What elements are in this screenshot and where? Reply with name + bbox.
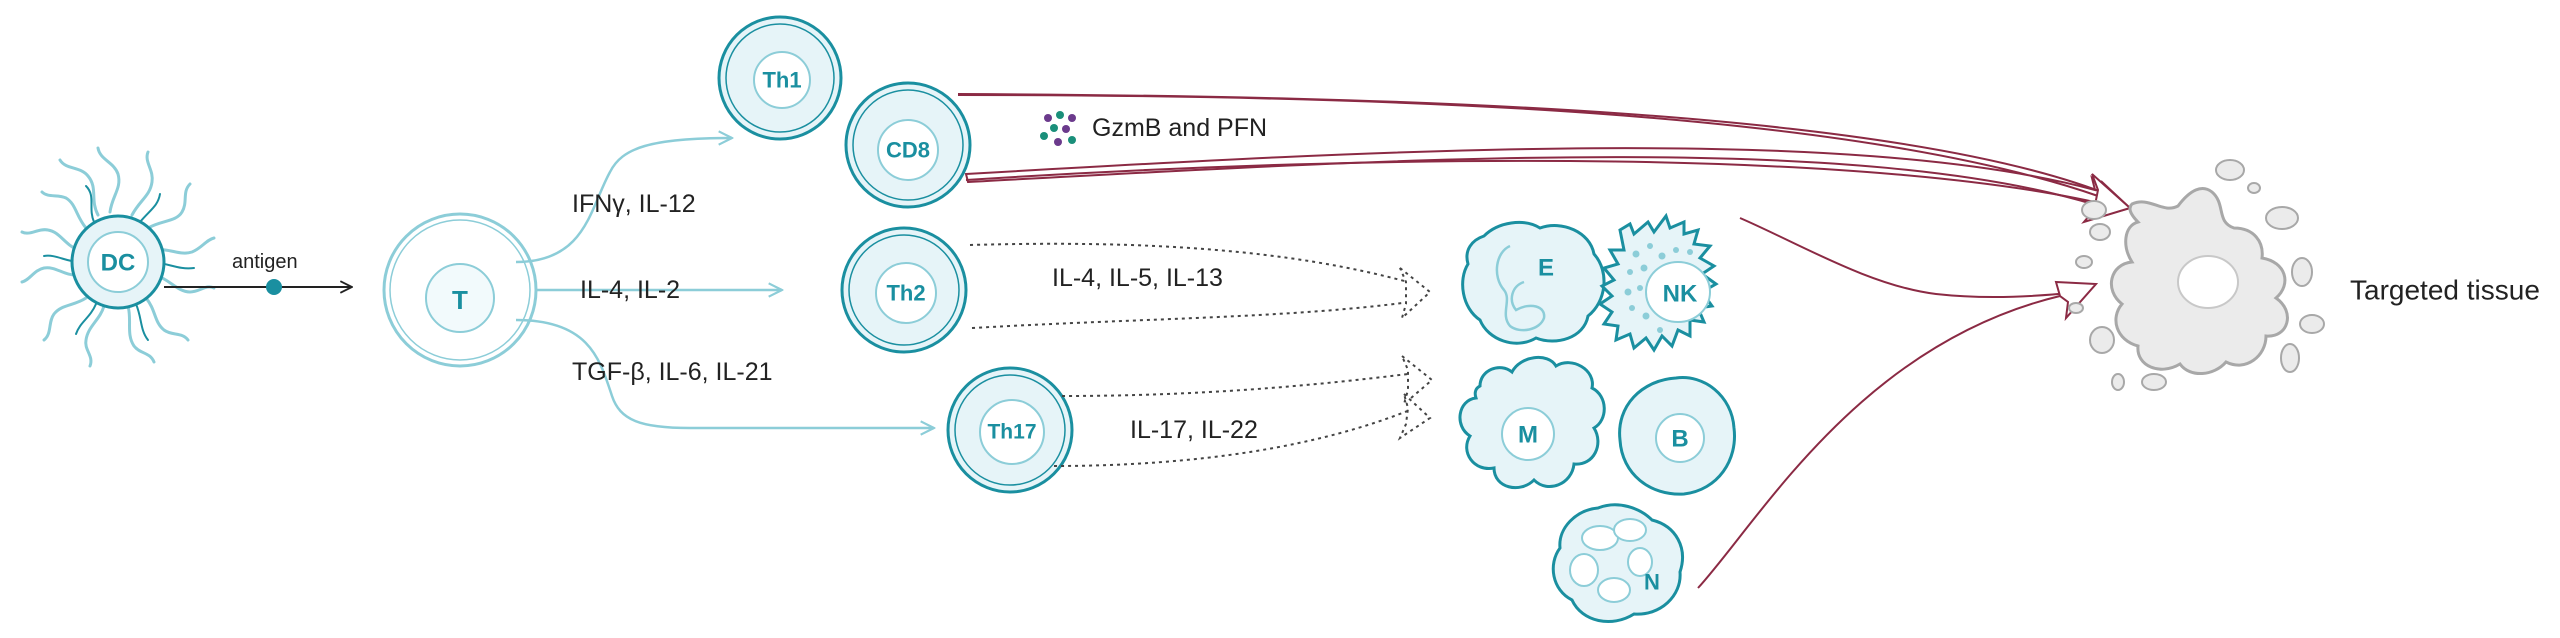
eosinophil-cell: E	[1461, 221, 1606, 345]
nk-granules	[1624, 243, 1693, 333]
th2-lower-dotted	[971, 301, 1411, 329]
th17-lower-dotted	[1053, 409, 1411, 467]
neutrophil-label: N	[1644, 570, 1660, 595]
arrow-to-th17	[515, 318, 934, 428]
th1-cytokines: IFNγ, IL-12	[572, 190, 696, 218]
neutrophil-cell: N	[1551, 503, 1684, 623]
nk-cell: NK	[1597, 212, 1719, 353]
cd8-to-tissue-arrow	[957, 94, 2132, 220]
effector-arrowhead	[2054, 280, 2099, 322]
th2-cytokines: IL-4, IL-2	[580, 276, 680, 304]
th2-effectors-label: IL-4, IL-5, IL-13	[1052, 264, 1223, 292]
th2-effector-arrows	[969, 242, 1432, 329]
tissue-fragments	[2068, 159, 2325, 391]
eosinophil-label: E	[1538, 255, 1554, 282]
th17-dotted-arrowhead-1	[1401, 355, 1434, 407]
cd8-cell: CD8	[844, 81, 972, 209]
antigen-arrow: antigen	[164, 251, 352, 295]
th2-label: Th2	[886, 281, 925, 306]
th17-effectors-label: IL-17, IL-22	[1130, 416, 1258, 444]
dc-dendrites	[20, 146, 216, 368]
cd8-label: CD8	[886, 138, 930, 163]
cd8-lower-line	[965, 159, 2113, 207]
macrophage-label: M	[1518, 422, 1538, 449]
th17-cell: Th17	[946, 366, 1074, 494]
cd8-arrows-simple	[957, 93, 2113, 207]
effector-to-tissue-arrows	[1697, 217, 2099, 589]
t-label: T	[452, 285, 468, 315]
granzyme-granules	[1040, 111, 1076, 146]
t-cell: T	[382, 212, 538, 368]
dendritic-cell: DC	[20, 146, 216, 368]
th1-cell: Th1	[717, 15, 843, 141]
nk-to-tissue-line	[1739, 217, 2081, 299]
arrow-to-th1	[515, 138, 732, 264]
nk-label: NK	[1663, 281, 1698, 308]
b-cell: B	[1618, 376, 1737, 496]
th17-upper-dotted	[1061, 373, 1409, 397]
targeted-tissue: Targeted tissue	[2068, 159, 2540, 391]
cd8-effectors-label: GzmB and PFN	[1092, 114, 1267, 142]
cd8-upper-line	[957, 93, 2113, 197]
neutrophil-nucleus	[1569, 518, 1653, 603]
antigen-label: antigen	[232, 251, 298, 273]
th17-label: Th17	[987, 421, 1036, 444]
targeted-tissue-label: Targeted tissue	[2350, 275, 2540, 306]
th2-upper-dotted	[969, 242, 1409, 283]
dc-label: DC	[101, 250, 136, 277]
differentiation-arrows	[515, 138, 934, 428]
th17-effector-arrows	[1053, 355, 1434, 467]
th2-dotted-arrowhead	[1399, 267, 1432, 322]
th2-cell: Th2	[840, 226, 968, 354]
th17-cytokines: TGF-β, IL-6, IL-21	[572, 358, 773, 386]
b-cell-label: B	[1671, 426, 1688, 453]
th1-label: Th1	[762, 68, 801, 93]
macrophage-cell: M	[1458, 356, 1606, 490]
th17-dotted-arrowhead-2	[1397, 390, 1432, 441]
neutrophil-to-tissue-line	[1697, 295, 2061, 589]
antigen-dot	[266, 279, 282, 295]
